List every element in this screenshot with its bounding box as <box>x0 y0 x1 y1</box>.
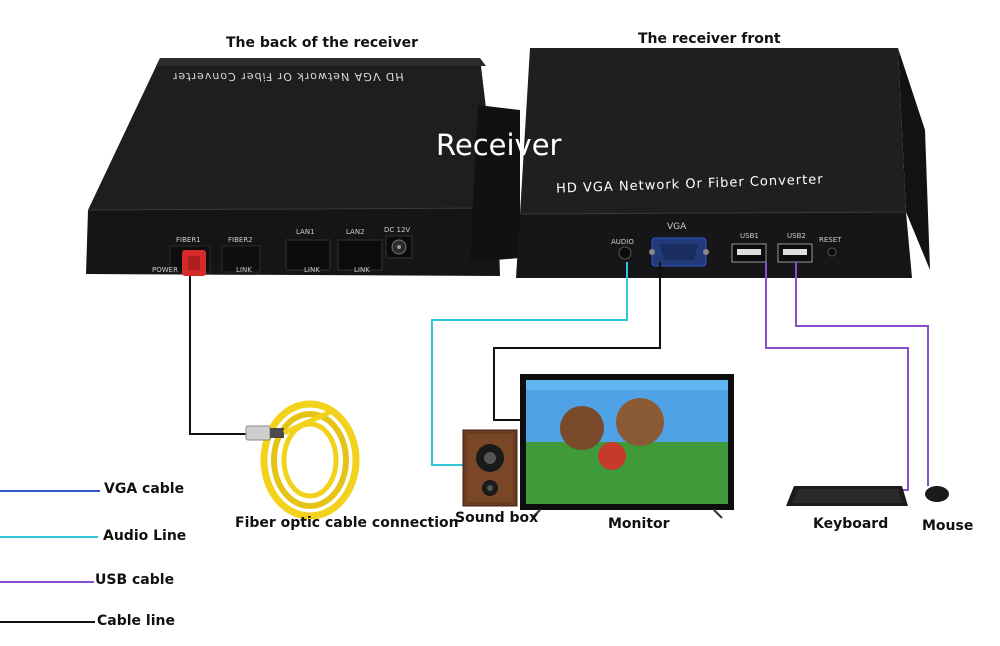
legend-label-vga: VGA cable <box>104 481 185 497</box>
port-label-usb2: USB2 <box>787 232 806 240</box>
legend-swatch-vga <box>0 490 100 492</box>
audio-line <box>431 262 628 466</box>
port-label-usb1: USB1 <box>740 232 759 240</box>
port-label-link-3: LINK <box>354 266 370 274</box>
fiber-cable-line <box>189 276 246 435</box>
keyboard <box>786 486 908 506</box>
receiver-front-unit <box>470 48 930 278</box>
port-label-link-1: LINK <box>236 266 252 274</box>
port-label-fiber2: FIBER2 <box>228 236 253 244</box>
legend-label-usb: USB cable <box>95 572 175 588</box>
port-label-fiber1: FIBER1 <box>176 236 201 244</box>
receiver-label: Receiver <box>436 128 562 162</box>
mouse <box>925 486 949 502</box>
label-fiber-connection: Fiber optic cable connection <box>235 515 459 531</box>
label-mouse: Mouse <box>922 518 974 534</box>
label-monitor: Monitor <box>608 516 670 532</box>
legend-swatch-usb <box>0 581 94 583</box>
fiber-optic-coil <box>245 400 360 520</box>
usb1-keyboard-line <box>765 262 909 491</box>
label-keyboard: Keyboard <box>813 516 889 532</box>
port-label-power: POWER <box>152 266 178 274</box>
heading-back: The back of the receiver <box>226 35 418 51</box>
label-sound-box: Sound box <box>455 510 539 526</box>
port-label-lan1: LAN1 <box>296 228 315 236</box>
port-label-link-2: LINK <box>304 266 320 274</box>
legend-swatch-cable <box>0 621 95 623</box>
receiver-back-unit <box>86 58 500 276</box>
monitor <box>520 374 734 519</box>
legend-label-audio: Audio Line <box>103 528 187 544</box>
port-label-lan2: LAN2 <box>346 228 365 236</box>
port-label-dc: DC 12V <box>384 226 411 234</box>
sound-box <box>462 429 518 507</box>
port-label-reset: RESET <box>819 236 842 244</box>
vga-monitor-line <box>493 262 661 421</box>
port-label-audio: AUDIO <box>611 238 634 246</box>
legend-swatch-audio <box>0 536 98 538</box>
heading-front: The receiver front <box>638 31 781 47</box>
usb2-mouse-line <box>795 262 929 486</box>
port-label-vga: VGA <box>667 222 687 232</box>
legend-label-cable: Cable line <box>97 613 175 629</box>
back-top-text: HD VGA Network Or Fiber Converter <box>171 70 405 83</box>
